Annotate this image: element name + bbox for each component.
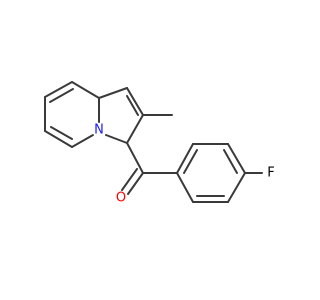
bond-c6-c1 (98, 87, 128, 99)
nitrogen-label-bg (92, 123, 106, 137)
oxygen-label-bg (114, 191, 128, 205)
bond-n-c8 (71, 134, 94, 148)
bond-ar1-ar2-inner (183, 149, 198, 174)
fluorophenyl-ring (176, 143, 263, 203)
bond-ar6-ar1 (176, 172, 194, 203)
nitrogen-label: N (94, 123, 104, 138)
bond-c8-c9-inner (50, 126, 73, 140)
bond-c2-c3 (126, 114, 144, 144)
bond-ar4-ar5 (227, 172, 246, 203)
bond-c4-c5 (44, 81, 73, 98)
bond-ar3-ar4-inner (223, 149, 238, 174)
atom-labels: N O F (92, 123, 278, 206)
bond-carbonyl-oxygen (127, 172, 144, 195)
bond-c4-c5-inner (49, 88, 74, 103)
fluorine-label-bg (264, 166, 278, 180)
bond-ar3-ar4 (227, 143, 246, 174)
bond-c1-c2 (126, 87, 144, 116)
oxygen-label: O (116, 191, 126, 206)
fluorine-label: F (267, 166, 274, 181)
structure-diagram: N O F (44, 81, 278, 206)
carbonyl-group (121, 142, 178, 195)
bond-ar1-ar2 (176, 143, 194, 174)
six-membered-ring (44, 81, 100, 148)
bond-c3-carbonyl (126, 142, 144, 174)
bond-c1-c2-inner (126, 95, 139, 116)
bond-c3-n (105, 134, 128, 144)
bond-c8-c9 (44, 130, 73, 148)
five-membered-ring (98, 87, 173, 144)
bond-carbonyl-oxygen-double (121, 168, 138, 191)
bond-c5-c6 (71, 81, 100, 99)
